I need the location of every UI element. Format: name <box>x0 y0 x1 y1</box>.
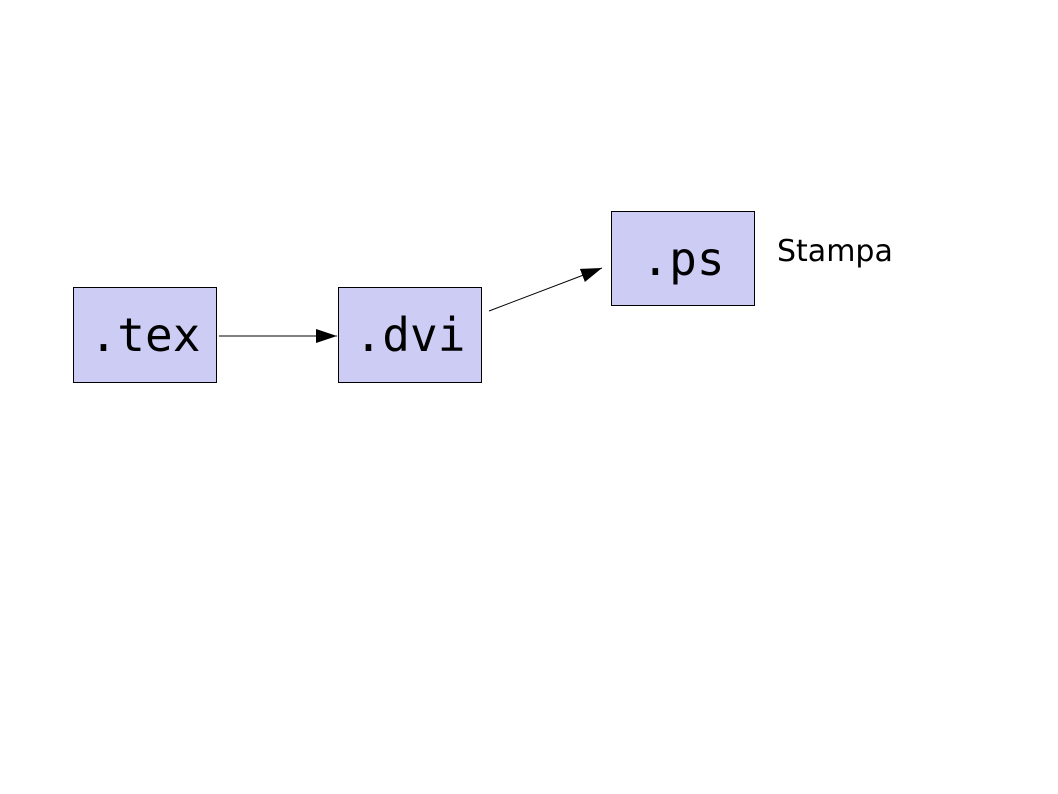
node-ps: .ps <box>611 211 755 306</box>
annotation-stampa: Stampa <box>777 234 893 269</box>
node-ps-label: .ps <box>641 231 725 286</box>
node-dvi-label: .dvi <box>354 308 466 362</box>
node-dvi: .dvi <box>338 287 482 383</box>
node-tex: .tex <box>73 287 217 383</box>
node-tex-label: .tex <box>89 308 201 362</box>
arrow-dvi-to-ps <box>488 267 603 312</box>
